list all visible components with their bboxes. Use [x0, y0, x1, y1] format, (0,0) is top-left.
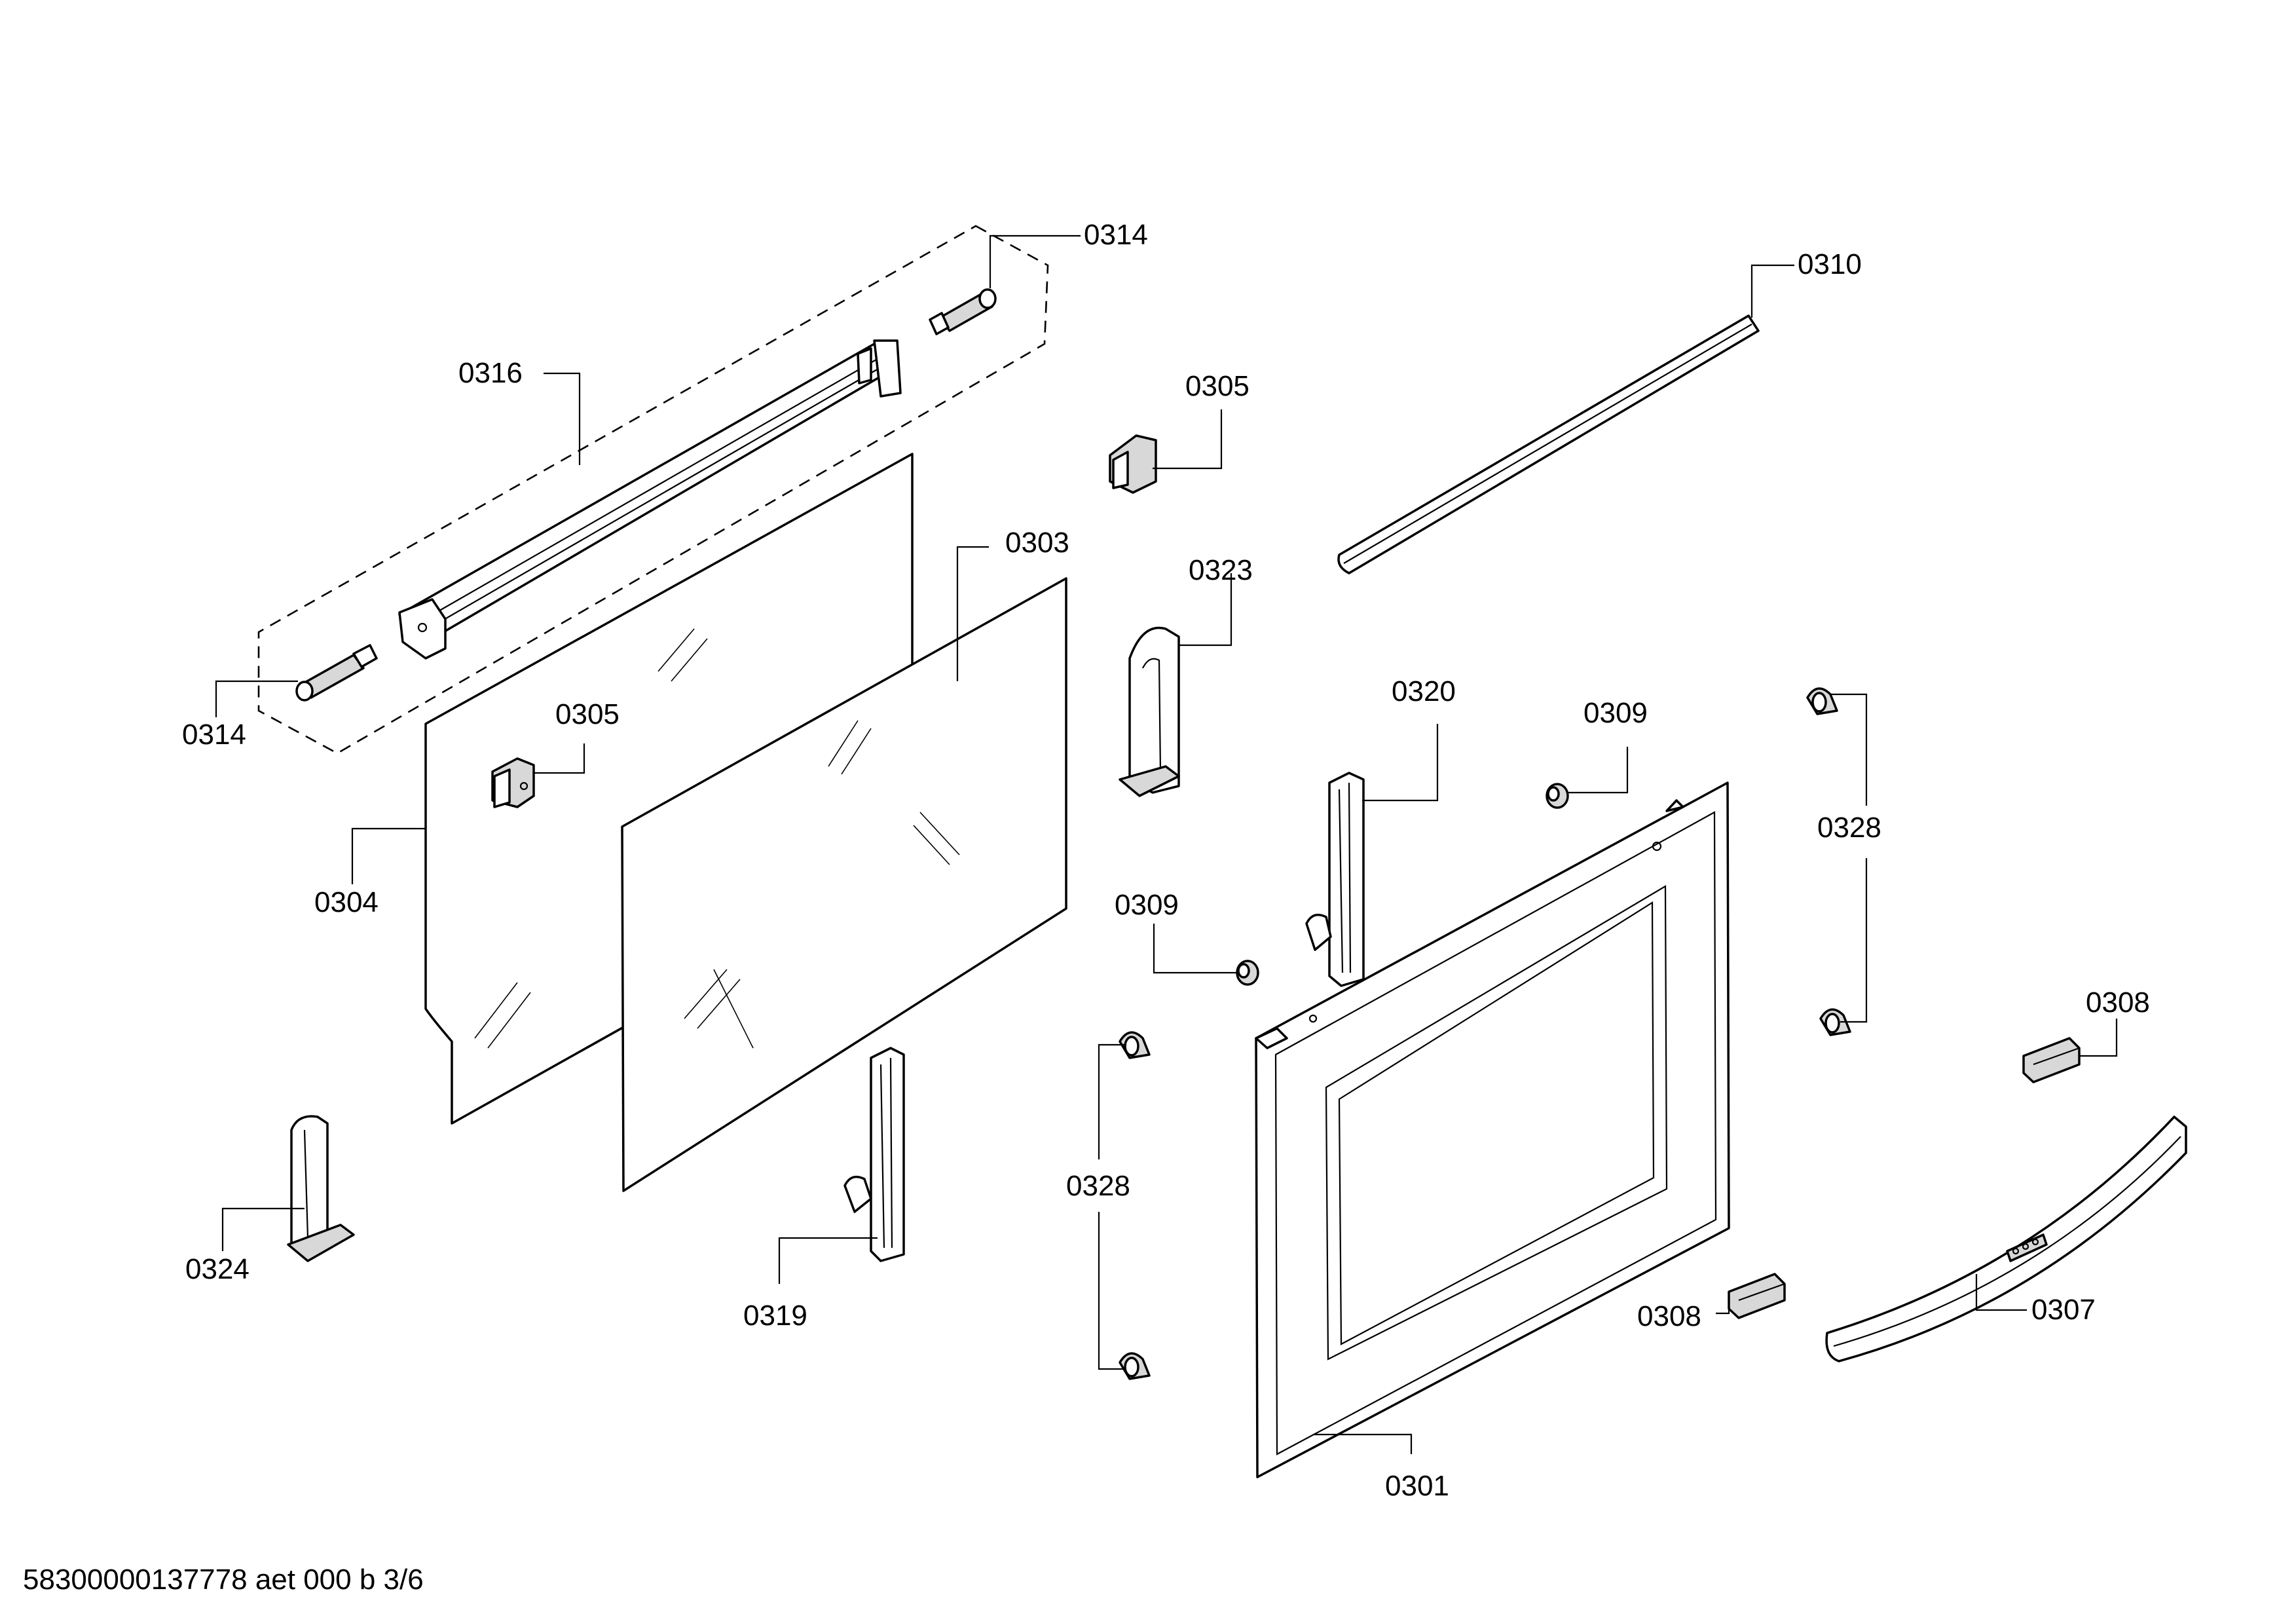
part-0309-nut-upper: [1546, 783, 1569, 809]
callout-0309-lower: 0309: [1115, 889, 1179, 921]
part-0323-bracket: [1119, 626, 1180, 797]
part-0328-bumper-2: [1819, 1008, 1851, 1036]
part-0307-door-handle: [1825, 1116, 2187, 1362]
part-0305-clip-upper: [1109, 434, 1157, 494]
callout-0324: 0324: [185, 1253, 250, 1285]
part-0308-block-lower: [1728, 1273, 1786, 1319]
part-0303-glass-pane: [621, 577, 1067, 1192]
callout-0319: 0319: [743, 1300, 807, 1332]
callout-0314-upper: 0314: [1084, 219, 1148, 251]
part-0324-bracket: [287, 1115, 355, 1262]
part-0328-bumper-1: [1806, 687, 1838, 715]
callout-0323: 0323: [1189, 554, 1253, 586]
callout-0305-lower: 0305: [555, 698, 620, 730]
callout-0307: 0307: [2031, 1294, 2096, 1326]
callout-0305-upper: 0305: [1185, 370, 1250, 402]
dashed-group-outline: [257, 225, 1049, 755]
callout-0314-lower: 0314: [182, 719, 246, 751]
callout-0308-lower: 0308: [1637, 1300, 1701, 1332]
part-0308-block-upper: [2022, 1037, 2081, 1083]
part-0314-pin-top: [929, 288, 997, 335]
part-0328-bumper-4: [1119, 1352, 1151, 1380]
part-0310-seal-strip: [1337, 314, 1760, 574]
callout-0303: 0303: [1005, 527, 1069, 559]
callout-0308-upper: 0308: [2086, 986, 2150, 1019]
part-0316-top-trim: [398, 339, 902, 660]
callout-0316: 0316: [458, 357, 523, 389]
leader-lines: [215, 235, 2118, 1454]
part-0320-hinge: [1305, 772, 1365, 987]
part-0328-bumper-3: [1119, 1031, 1151, 1059]
callout-0320: 0320: [1392, 675, 1456, 707]
callout-0309-upper: 0309: [1583, 697, 1648, 729]
callout-0328-right: 0328: [1817, 812, 1881, 844]
callout-0310: 0310: [1798, 248, 1862, 280]
callout-0328-left: 0328: [1066, 1170, 1130, 1202]
part-0319-hinge: [843, 1047, 905, 1262]
callout-0301: 0301: [1385, 1470, 1449, 1502]
part-0309-nut-lower: [1236, 960, 1259, 986]
part-0314-pin-bottom: [295, 644, 378, 702]
callout-0304: 0304: [314, 886, 379, 918]
document-reference-footer: 58300000137778 aet 000 b 3/6: [23, 1564, 424, 1596]
part-0301-door-frame: [1255, 781, 1730, 1478]
part-0305-clip-lower: [491, 757, 535, 808]
